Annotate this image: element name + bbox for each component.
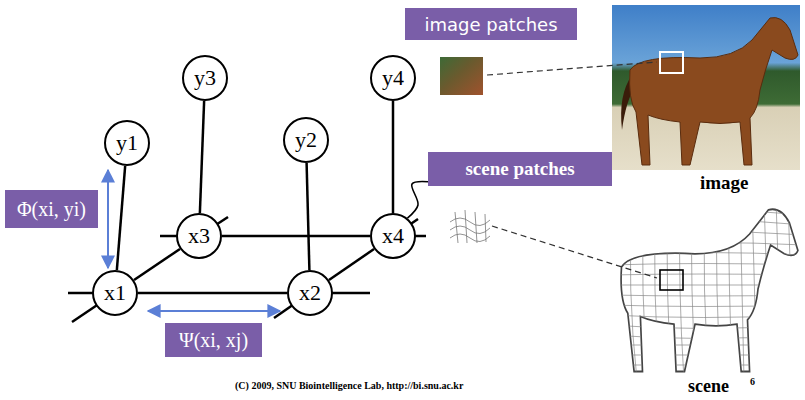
graph-edge (200, 101, 204, 213)
variable-node: y3 (182, 55, 228, 101)
graph-edge (307, 163, 310, 270)
graph-edge (329, 249, 374, 280)
dashed-leader (492, 226, 657, 278)
node-label: x2 (299, 280, 321, 306)
potential-box: Ψ(xi, xj) (165, 323, 262, 357)
node-label: x4 (382, 223, 404, 249)
node-label: x3 (188, 223, 210, 249)
page-number: 6 (750, 376, 755, 387)
variable-node: x4 (370, 213, 416, 259)
node-label: y3 (194, 65, 216, 91)
variable-node: x3 (176, 213, 222, 259)
variable-node: x1 (92, 270, 138, 316)
dashed-leader (487, 62, 657, 75)
variable-node: x2 (287, 270, 333, 316)
potential-arrow (107, 170, 109, 268)
box-label: scene patches (465, 158, 574, 180)
figure-caption: image (700, 172, 749, 194)
copyright-note: (C) 2009, SNU Biointelligence Lab, http:… (235, 380, 463, 391)
image-patch (440, 57, 483, 95)
node-label: x1 (104, 280, 126, 306)
graph-edge (392, 101, 395, 213)
graph-edge (134, 249, 180, 280)
potential-box: Φ(xi, yi) (5, 190, 98, 228)
graph-edge (138, 292, 287, 295)
patch-marker (660, 270, 683, 290)
tag-box: image patches (405, 8, 577, 40)
horse-figure (630, 18, 798, 166)
variable-node: y1 (104, 120, 150, 166)
node-label: y1 (116, 130, 138, 156)
node-label: y2 (295, 127, 317, 153)
graph-edge (117, 166, 125, 270)
leader-curve (407, 182, 428, 218)
tag-box: scene patches (428, 152, 612, 186)
wireframe-horse (621, 209, 798, 371)
graph-edge (222, 235, 370, 238)
horse-photo (612, 5, 800, 170)
box-label: Φ(xi, yi) (17, 198, 86, 221)
box-label: image patches (424, 14, 557, 35)
figure-caption: scene (688, 376, 729, 397)
node-label: y4 (382, 65, 404, 91)
patch-marker (660, 52, 683, 73)
variable-node: y2 (283, 117, 329, 163)
box-label: Ψ(xi, xj) (179, 329, 248, 352)
scene-patch (448, 205, 490, 245)
potential-arrow (148, 310, 280, 312)
wireframe-grid (610, 200, 805, 380)
variable-node: y4 (370, 55, 416, 101)
